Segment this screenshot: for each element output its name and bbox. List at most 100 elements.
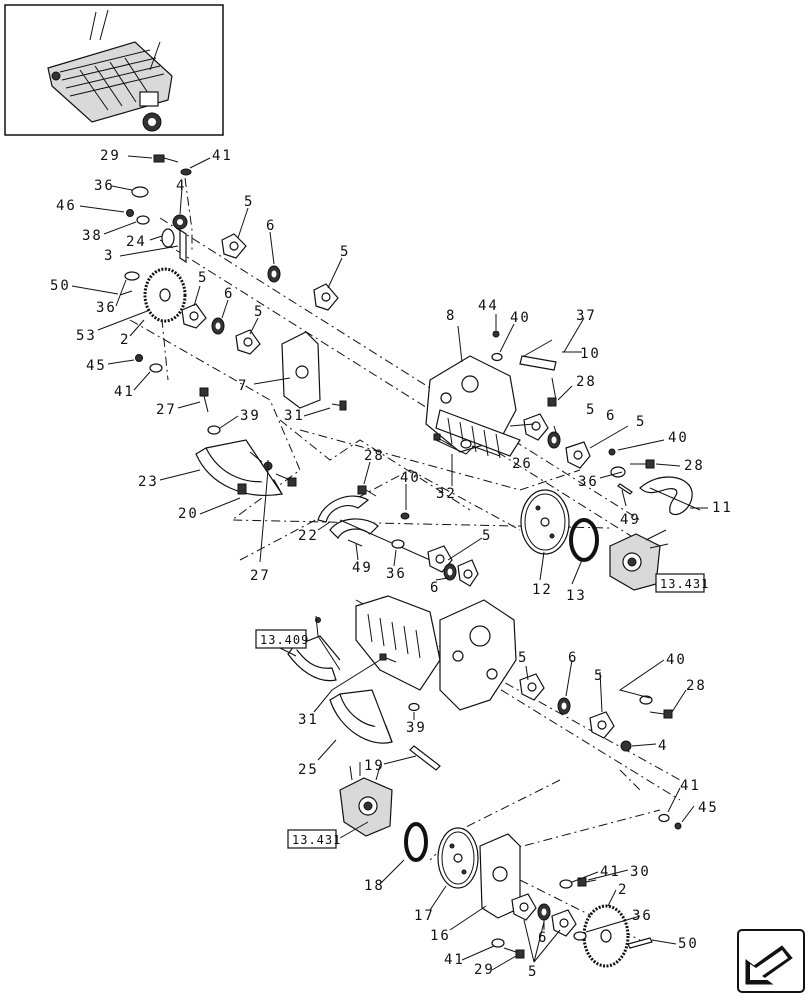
washer-icon (559, 879, 573, 889)
washer-icon (460, 439, 472, 449)
callout-label: 5 (244, 194, 254, 210)
bolt-icon (492, 330, 500, 338)
pin-icon (119, 290, 133, 296)
callout-label: 17 (414, 908, 435, 924)
leader-lines (71, 155, 708, 971)
callout-label: 5 (198, 270, 208, 286)
pin-icon (617, 483, 633, 495)
callout-label: 8 (446, 308, 456, 324)
bearing-icon (267, 265, 281, 283)
callout-label: 19 (364, 758, 385, 774)
callout-label: 24 (126, 234, 147, 250)
callout-label: 5 (528, 964, 538, 980)
callout-label: 28 (686, 678, 707, 694)
auger-icon (317, 495, 431, 561)
middle-section (317, 485, 669, 591)
bearing-flange-icon (181, 303, 207, 329)
reference-box-lower: 13.431 (287, 829, 340, 849)
callout-label: 12 (532, 582, 553, 598)
callout-label: 6 (538, 930, 548, 946)
upper-housing (425, 355, 521, 459)
next-page-arrow-icon[interactable] (737, 929, 805, 993)
callout-label: 45 (698, 800, 719, 816)
callout-label: 41 (114, 384, 135, 400)
callout-label: 18 (364, 878, 385, 894)
bolt-icon (379, 653, 397, 663)
callout-label: 36 (94, 178, 115, 194)
callout-label: 5 (636, 414, 646, 430)
callout-label: 5 (586, 402, 596, 418)
rod-icon (519, 355, 557, 371)
bolt-icon (630, 459, 655, 469)
sprocket-icon (620, 740, 632, 752)
callout-label: 10 (580, 346, 601, 362)
bolt-icon (649, 709, 673, 719)
callout-label: 5 (482, 528, 492, 544)
chain-icon (179, 228, 187, 264)
callout-label: 37 (576, 308, 597, 324)
washer-icon (400, 512, 410, 520)
callout-label: 41 (600, 864, 621, 880)
lower-drive (339, 762, 653, 968)
callout-label: 26 (512, 456, 533, 472)
nut-icon (126, 209, 134, 217)
shield-icon (287, 644, 337, 682)
pin-icon (347, 539, 363, 547)
bearing-flange-icon (235, 329, 261, 355)
callout-label: 53 (76, 328, 97, 344)
washer-icon (491, 938, 505, 948)
bearing-flange-icon (221, 233, 247, 259)
bushing-icon (161, 228, 175, 248)
washer-icon (180, 168, 192, 176)
callout-label: 5 (594, 668, 604, 684)
machine-thumbnail (47, 9, 173, 132)
callout-label: 40 (668, 430, 689, 446)
callout-label: 36 (578, 474, 599, 490)
callout-label: 3 (104, 248, 114, 264)
callout-label: 36 (386, 566, 407, 582)
thumbnail-inset (4, 4, 224, 136)
callout-label: 49 (620, 512, 641, 528)
upper-drive-parts (119, 154, 347, 413)
shield-group-upper (195, 425, 297, 496)
washer-icon (491, 352, 503, 362)
callout-label: 20 (178, 506, 199, 522)
washer-icon (658, 813, 670, 823)
callout-label: 38 (82, 228, 103, 244)
callout-label: 39 (240, 408, 261, 424)
callout-label: 40 (666, 652, 687, 668)
callout-label: 6 (266, 218, 276, 234)
belt-icon (569, 518, 599, 562)
callout-label: 36 (96, 300, 117, 316)
callout-label: 50 (678, 936, 699, 952)
bearing-flange-icon (523, 413, 549, 441)
callout-label: 29 (100, 148, 121, 164)
bolt-icon (577, 877, 597, 887)
bolt-icon (357, 485, 377, 497)
callout-label: 50 (50, 278, 71, 294)
washer-icon (391, 539, 405, 549)
nut-icon (135, 354, 143, 362)
callout-label: 4 (176, 178, 186, 194)
washer-icon (408, 702, 420, 712)
reference-box-upper: 13.431 (655, 573, 708, 593)
callout-label: 46 (56, 198, 77, 214)
bolt-icon (551, 377, 557, 401)
bearing-flange-icon (589, 711, 615, 739)
washer-icon (149, 363, 163, 373)
bolt-icon (199, 387, 209, 413)
pulley-icon (437, 827, 479, 889)
callout-label: 6 (224, 286, 234, 302)
callout-label: 41 (212, 148, 233, 164)
callout-label: 2 (120, 332, 130, 348)
bearing-icon (547, 431, 561, 449)
callout-label: 41 (680, 778, 701, 794)
callout-label: 27 (250, 568, 271, 584)
callout-label: 39 (406, 720, 427, 736)
pin-icon (627, 937, 653, 949)
pulley-icon (520, 489, 570, 555)
bolt-icon (503, 947, 525, 959)
callout-label: 28 (364, 448, 385, 464)
bolt-icon (153, 154, 179, 163)
callout-label: 28 (684, 458, 705, 474)
